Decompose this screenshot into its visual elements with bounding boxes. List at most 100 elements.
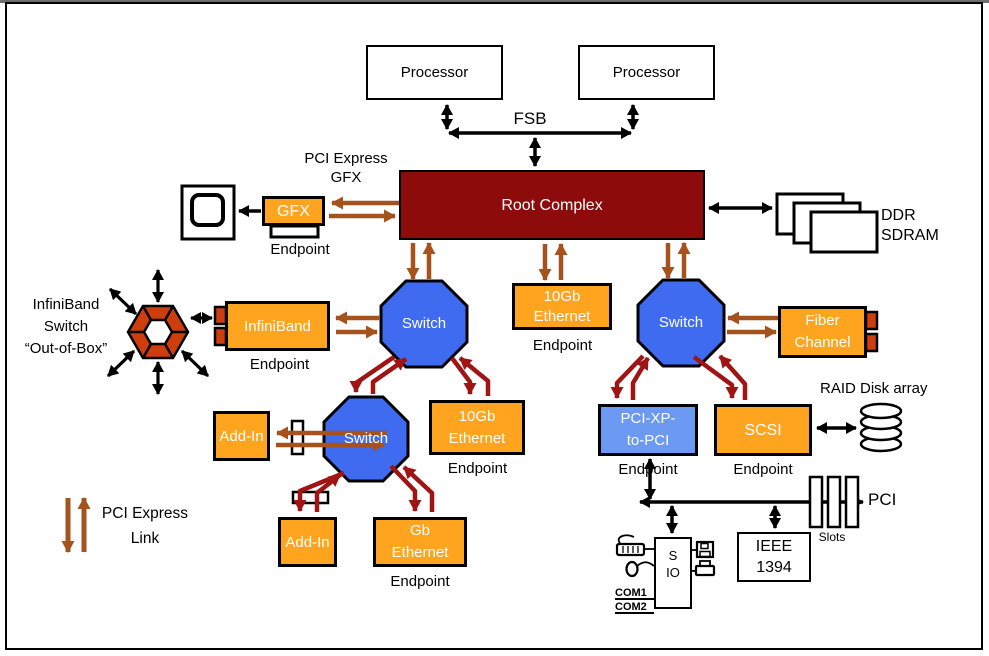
swr-bridge-up [630,356,650,400]
fsb-bus-lines [441,104,639,167]
legend-line1: PCI Express [101,505,189,522]
mouse-icon [625,560,655,578]
sio-line1: S [668,548,678,563]
card-slot-horizontal-icon [291,490,330,505]
fsb-label: FSB [513,109,547,128]
ib-switch-line2: Switch [43,318,89,335]
floppy-icon [692,540,715,559]
infiniband-endpoint-label: Endpoint [249,356,310,373]
scsi-label: SCSI [744,421,782,439]
pci-express-gfx-line2: GFX [330,169,362,186]
scsi-endpoint: Endpoint [733,461,793,478]
bridge-endpoint: Endpoint [618,461,678,478]
fiber-channel-tabs [864,310,879,353]
swlow-gbeth-down [389,464,422,512]
legend-line2: Link [130,530,160,547]
raid-disk-array-label: RAID Disk array [820,380,928,397]
pcie-links-red [293,354,748,512]
switch-left-octagon [379,279,469,369]
gfx-card-base [269,224,320,239]
gbeth-line2: Ethernet [391,544,449,561]
pci-slots-icon [808,475,860,529]
printer-icon [692,560,716,577]
switch-left-label: Switch [401,315,447,332]
swr-bridge-down [610,354,645,399]
pcixp-to-pci-box: PCI-XP- to-PCI [598,404,698,456]
super-io-box: S IO [654,537,692,609]
ethernet-10gb-lower-box: 10Gb Ethernet [429,400,525,455]
processor-left-label: Processor [400,64,469,81]
bridge-line2: to-PCI [626,432,670,449]
swl-eth10-down [450,356,477,395]
pcie-link-legend-arrows [61,497,91,553]
ethernet-gb-box: Gb Ethernet [373,517,467,567]
addin-upper-label: Add-In [219,427,264,445]
addin-lower-label: Add-In [285,533,330,551]
fiber-line2: Channel [794,334,851,351]
addin-upper-box: Add-In [213,411,270,461]
pci-express-gfx-line1: PCI Express [304,150,388,167]
ddr-label-line2: SDRAM [881,227,939,244]
swl-swlow-down [349,355,396,393]
switch-right-octagon [636,278,726,368]
keyboard-icon [615,534,654,557]
ddr-label-line1: DDR [881,207,916,224]
root-complex-box: Root Complex [399,170,705,240]
switch-right-label: Switch [658,314,704,331]
fiber-line1: Fiber [805,312,840,329]
ddr-sdram-stack-icon [775,192,879,254]
swlow-addin-up [314,473,342,512]
processor-left-box: Processor [366,45,503,100]
infiniband-hex-icon [126,304,190,360]
swr-scsi-down [692,355,739,399]
bridge-line1: PCI-XP- [620,410,676,427]
pci-express-gfx-label: PCI Express GFX [287,149,405,187]
slots-label: Slots [818,530,846,544]
pcie-links-brown [276,196,779,452]
addin-lower-box: Add-In [278,517,337,567]
eth10low-line1: 10Gb [458,407,496,425]
eth10low-line2: Ethernet [448,429,506,447]
ieee-1394-box: IEEE 1394 [737,532,811,582]
gfx-endpoint-label: Endpoint [270,241,330,258]
card-slot-vertical-icon [290,419,305,456]
infiniband-label: InfiniBand [244,317,311,335]
gfx-box: GFX [262,196,325,226]
swr-scsi-up [718,354,748,400]
eth10mid-line1: 10Gb [543,287,581,305]
ieee-line1: IEEE [755,538,793,555]
page-frame [5,2,983,650]
gbeth-line1: Gb [409,522,430,539]
raid-disk-icon [859,402,903,453]
ethernet-gb-endpoint: Endpoint [390,573,450,590]
scsi-box: SCSI [714,404,812,456]
processor-right-label: Processor [612,64,681,81]
pci-bus-branches [644,458,781,534]
ethernet-10gb-mid-box: 10Gb Ethernet [512,283,612,330]
ib-switch-line3: “Out-of-Box” [24,340,108,357]
ethernet-10gb-mid-endpoint: Endpoint [532,337,593,354]
top-border [0,0,989,3]
monitor-icon [180,184,236,241]
processor-right-box: Processor [578,45,715,100]
switch-lower-label: Switch [343,430,389,447]
com1-label: COM1 [615,587,647,599]
infiniband-fabric-arrows [106,269,213,395]
root-complex-label: Root Complex [501,196,603,214]
infiniband-box: InfiniBand [225,301,330,351]
eth10mid-line2: Ethernet [533,307,591,325]
pcie-link-legend-label: PCI Express Link [90,501,200,551]
ddr-sdram-label: DDR SDRAM [881,206,971,246]
infiniband-switch-label: InfiniBand Switch “Out-of-Box” [10,294,122,360]
swl-swlow-up [370,357,408,394]
com2-label: COM2 [615,601,647,613]
com-port-lines [615,598,654,614]
sio-line2: IO [666,565,680,580]
fiber-channel-box: Fiber Channel [778,306,867,358]
pci-label: PCI [868,490,897,509]
ethernet-10gb-lower-endpoint: Endpoint [447,460,508,477]
swlow-gbeth-up [402,465,435,512]
swl-eth10-up [458,356,491,396]
